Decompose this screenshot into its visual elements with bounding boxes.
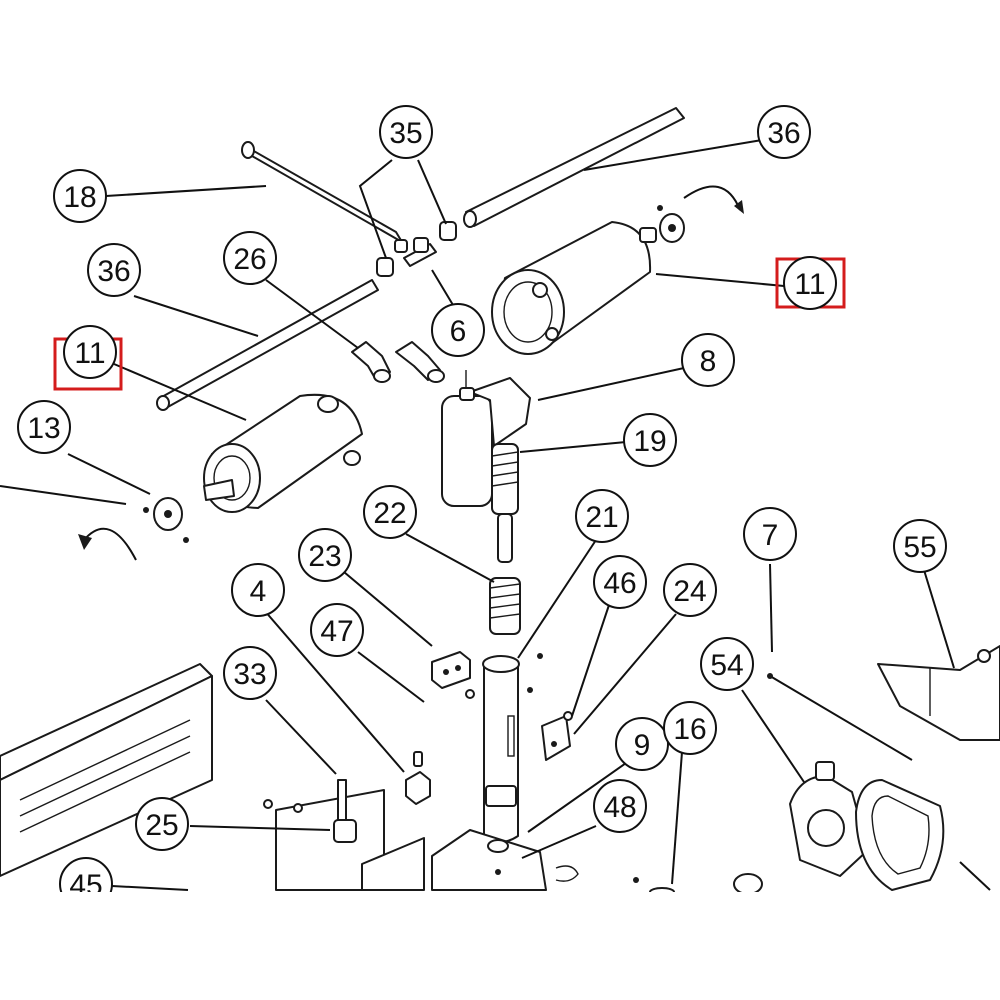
callout-54: 54 — [700, 637, 754, 691]
svg-text:13: 13 — [27, 412, 60, 445]
gear-13 — [143, 497, 189, 543]
callout-16: 16 — [663, 701, 717, 755]
svg-text:11: 11 — [74, 337, 105, 370]
svg-text:23: 23 — [308, 540, 341, 573]
callout-55: 55 — [893, 519, 947, 573]
svg-text:19: 19 — [633, 425, 666, 458]
callout-18: 18 — [53, 169, 107, 223]
callout-36-left: 36 — [87, 243, 141, 297]
handle-frame-16 — [649, 779, 945, 897]
tube-21 — [482, 655, 520, 843]
callout-25: 25 — [135, 797, 189, 851]
rotation-arrow-left-icon — [78, 527, 137, 561]
callout-23: 23 — [298, 528, 352, 582]
callout-8: 8 — [681, 333, 735, 387]
svg-text:25: 25 — [145, 809, 178, 842]
callout-21: 21 — [575, 489, 629, 543]
svg-text:4: 4 — [250, 575, 267, 608]
callout-22: 22 — [363, 485, 417, 539]
svg-text:55: 55 — [903, 531, 936, 564]
rod-36-top — [463, 107, 685, 228]
svg-text:8: 8 — [700, 345, 717, 378]
bracket-23 — [431, 651, 471, 689]
tee-fitting-6 — [403, 237, 437, 267]
rod-18 — [241, 141, 403, 243]
spring-22 — [489, 577, 521, 635]
svg-text:47: 47 — [320, 615, 353, 648]
svg-text:6: 6 — [450, 315, 467, 348]
svg-text:26: 26 — [233, 243, 266, 276]
screw-47 — [465, 687, 533, 699]
callout-11-right: 11 — [783, 256, 837, 310]
actuator-8 — [441, 370, 531, 507]
leader-lines — [0, 139, 991, 891]
motor-housing-54 — [789, 761, 869, 877]
svg-text:36: 36 — [767, 117, 800, 150]
svg-text:11: 11 — [794, 268, 825, 301]
rotation-arrow-right-icon — [683, 185, 744, 214]
callout-7: 7 — [743, 507, 797, 561]
motor-11-right — [491, 205, 685, 355]
motor-11-left — [203, 393, 363, 513]
callout-36-top: 36 — [757, 105, 811, 159]
svg-text:9: 9 — [634, 729, 651, 762]
callout-26: 26 — [223, 231, 277, 285]
clip-48 — [495, 865, 639, 883]
plate-right — [361, 837, 425, 891]
svg-text:48: 48 — [603, 791, 636, 824]
svg-text:46: 46 — [603, 567, 636, 600]
callout-9: 9 — [615, 717, 669, 771]
svg-text:22: 22 — [373, 497, 406, 530]
bracket-55 — [877, 645, 1000, 741]
nut-4 — [405, 751, 431, 805]
callout-24: 24 — [663, 563, 717, 617]
fitting-35 — [376, 221, 457, 277]
bottom-crop-area — [0, 892, 1000, 1000]
callout-33: 33 — [223, 646, 277, 700]
svg-text:24: 24 — [673, 575, 706, 608]
pin-7 — [767, 673, 913, 761]
screw-46 — [537, 653, 573, 721]
conveyor-rail-45 — [0, 663, 213, 877]
svg-text:33: 33 — [233, 658, 266, 691]
callout-6: 6 — [431, 303, 485, 357]
callout-11-left: 11 — [63, 325, 117, 379]
svg-text:35: 35 — [389, 117, 422, 150]
svg-text:36: 36 — [97, 255, 130, 288]
callout-35: 35 — [379, 105, 433, 159]
callout-19: 19 — [623, 413, 677, 467]
block-9 — [431, 829, 547, 891]
svg-text:54: 54 — [710, 649, 743, 682]
svg-text:7: 7 — [762, 519, 779, 552]
callout-48: 48 — [593, 779, 647, 833]
callout-4: 4 — [231, 563, 285, 617]
svg-text:16: 16 — [673, 713, 706, 746]
bracket-24 — [541, 715, 571, 761]
svg-text:18: 18 — [63, 181, 96, 214]
svg-text:21: 21 — [585, 501, 618, 534]
callout-47: 47 — [310, 603, 364, 657]
rod-36-left — [156, 279, 379, 411]
elbow-fitting-26 — [351, 341, 445, 383]
callout-46: 46 — [593, 555, 647, 609]
spring-19 — [491, 443, 519, 563]
callout-13: 13 — [17, 400, 71, 454]
